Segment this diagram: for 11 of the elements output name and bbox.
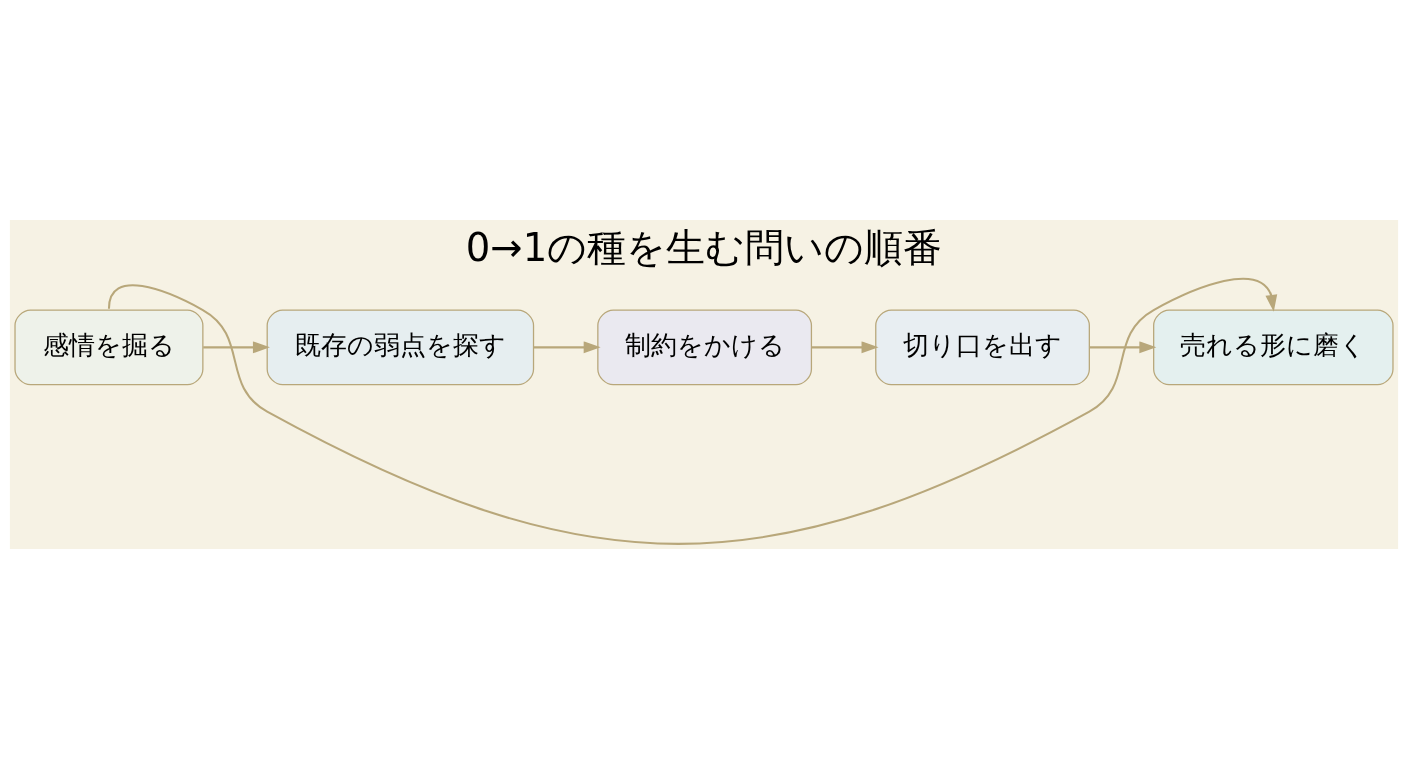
node-box: 制約をかける bbox=[597, 308, 813, 385]
diagram-title: 0→1の種を生む問いの順番 bbox=[465, 224, 943, 270]
arrow bbox=[107, 277, 1278, 545]
arrow bbox=[811, 340, 879, 353]
node-box: 感情を掘る bbox=[14, 308, 204, 385]
node-box: 既存の弱点を探す bbox=[266, 308, 535, 385]
node-box: 売れる形に磨く bbox=[1153, 308, 1394, 385]
node-box: 切り口を出す bbox=[875, 308, 1090, 385]
arrow bbox=[533, 340, 601, 353]
arrow bbox=[203, 340, 270, 353]
arrow bbox=[1089, 340, 1157, 353]
